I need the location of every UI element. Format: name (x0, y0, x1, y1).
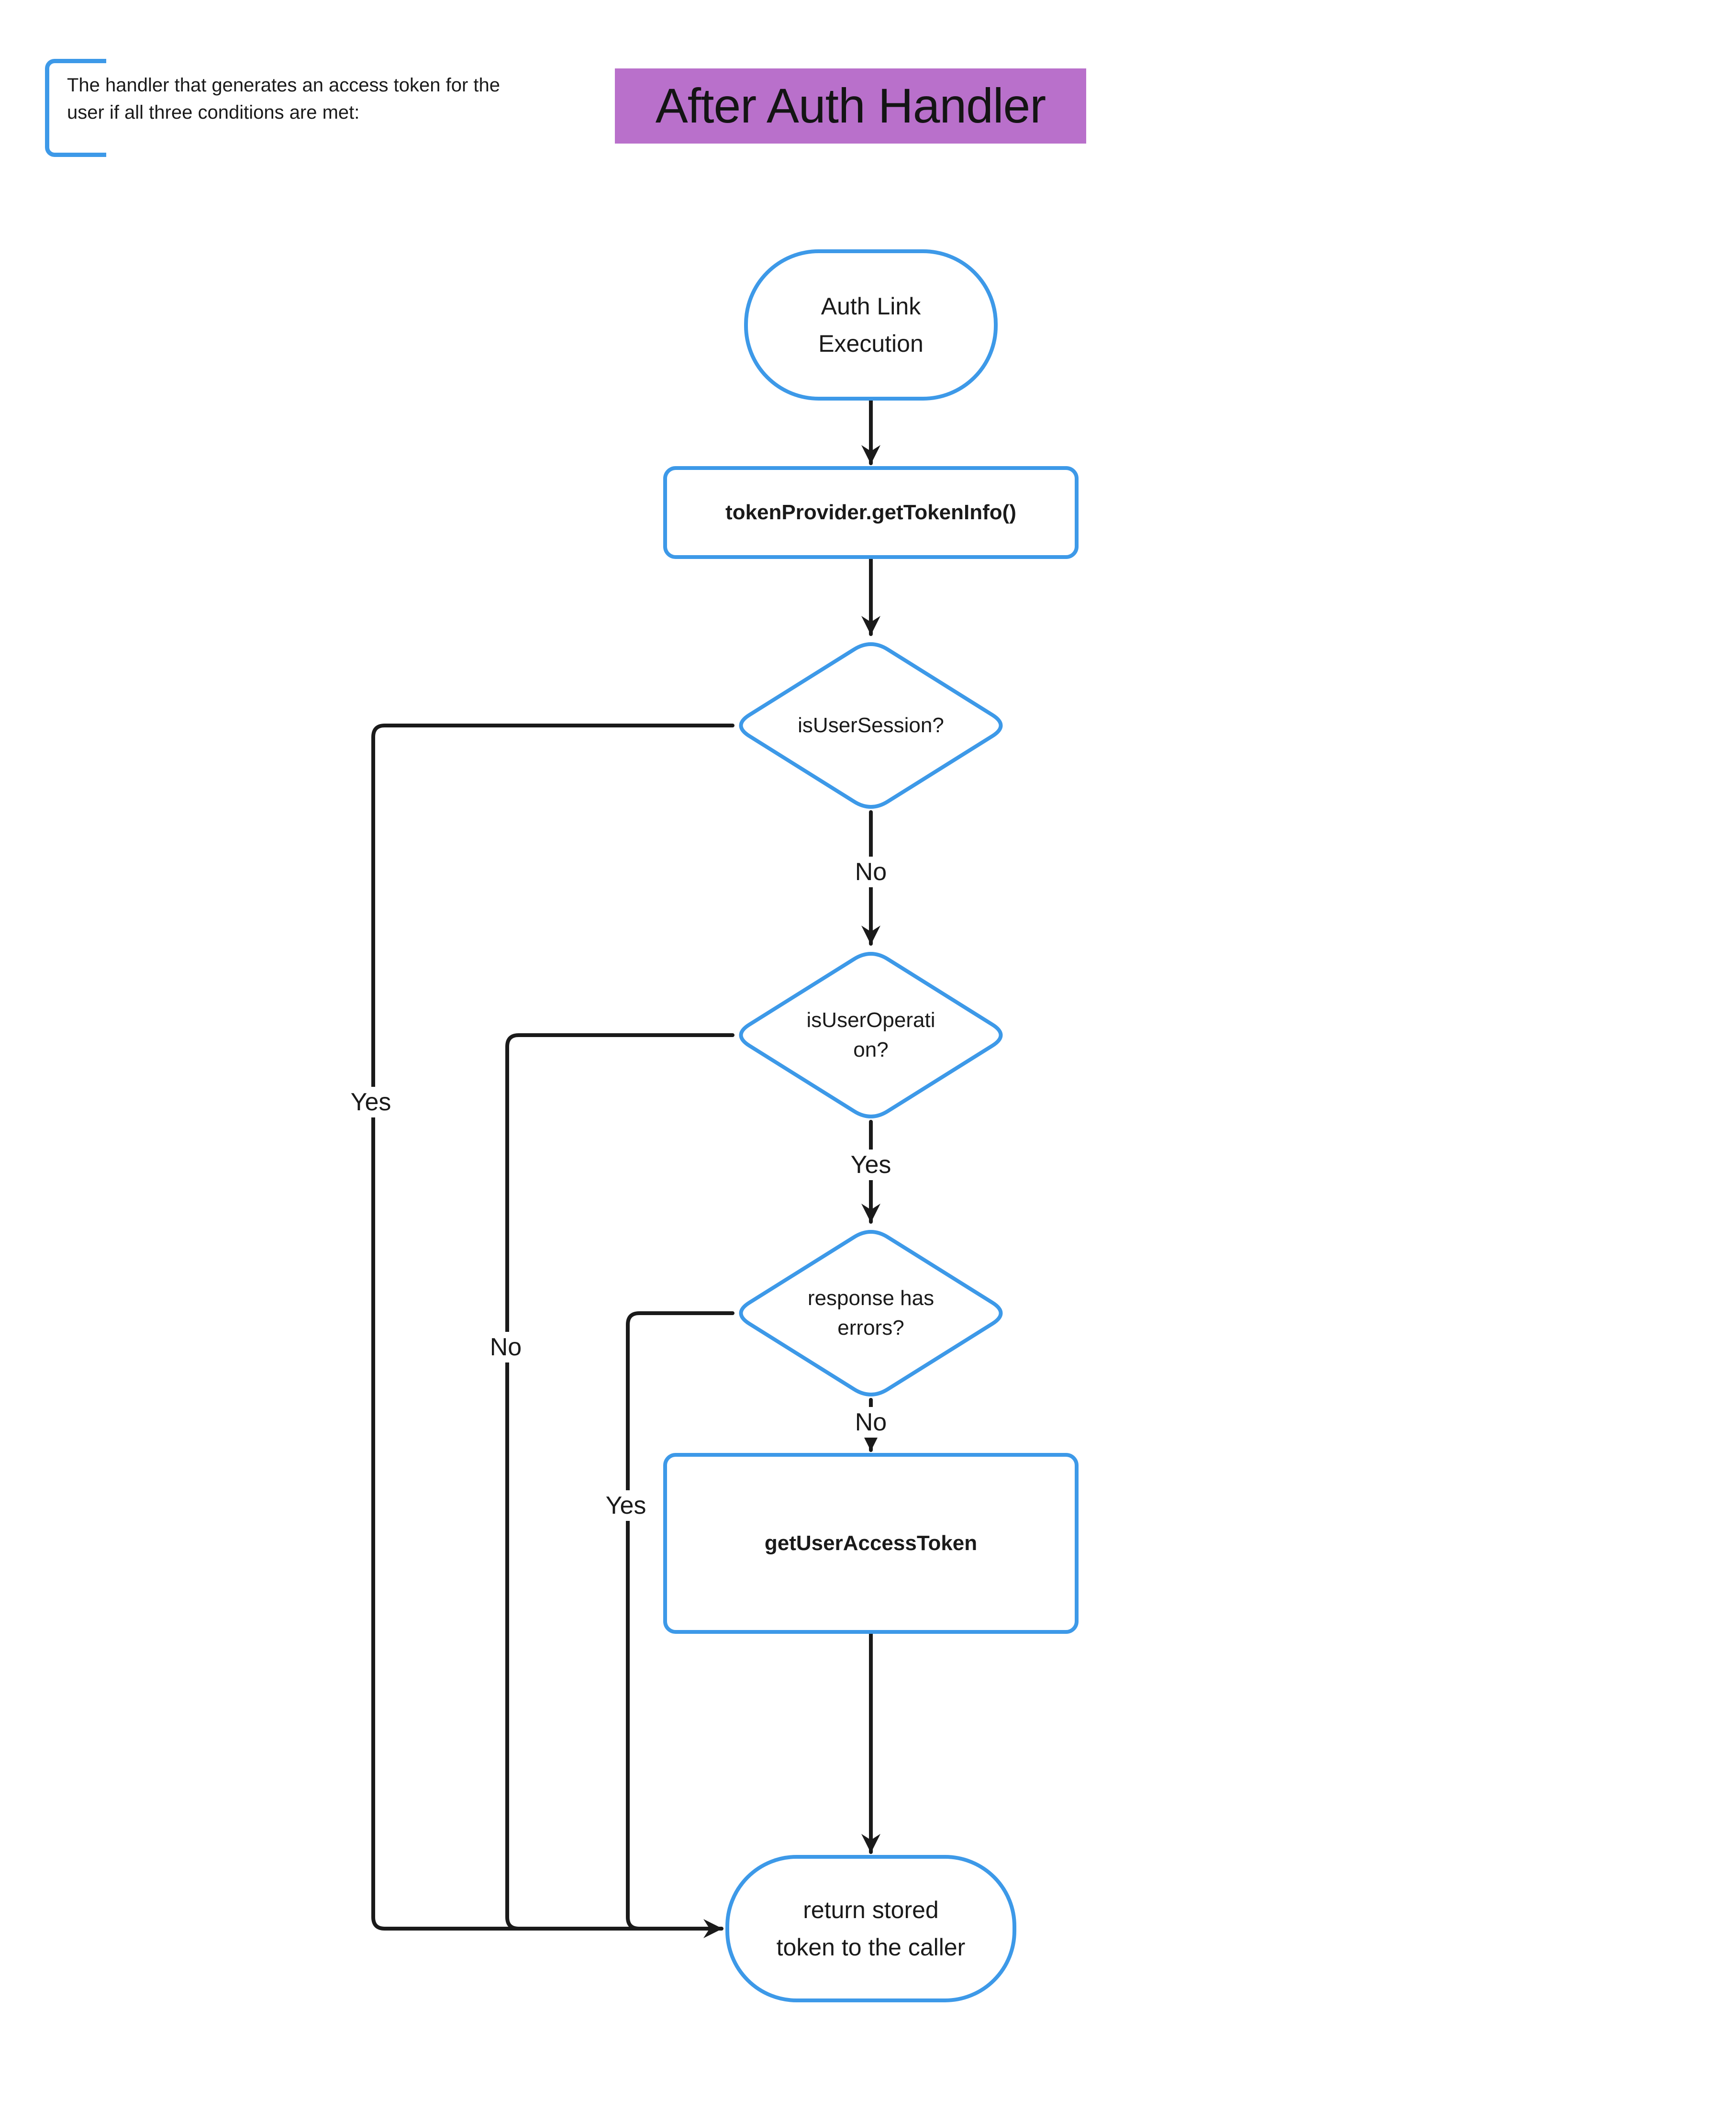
edge-responsehaserrors-yes (626, 1311, 734, 1931)
note-line: The handler that generates an access tok… (67, 75, 501, 96)
edge-label-session-yes: Yes (345, 1087, 397, 1117)
start-label-line: Auth Link (821, 293, 921, 320)
isusersession-decision-shape[interactable] (739, 642, 1003, 809)
isuseroperation-label-line: isUserOperati (806, 1008, 935, 1032)
edge-label-session-no: No (849, 857, 893, 887)
responsehaserrors-label-line: errors? (837, 1316, 904, 1340)
start-terminal-label: Auth Link Execution (818, 288, 924, 362)
edge-isusersession-yes (371, 724, 734, 1938)
end-terminal-shape[interactable] (725, 1855, 1016, 2002)
isuseroperation-label-line: on? (853, 1038, 889, 1061)
end-label-line: return stored (803, 1897, 939, 1923)
note-bracket-icon (45, 59, 106, 157)
isuseroperation-label: isUserOperati on? (807, 1005, 935, 1065)
edge-label-errors-no: No (849, 1407, 893, 1438)
responsehaserrors-label: response has errors? (808, 1284, 934, 1343)
responsehaserrors-label-line: response has (807, 1286, 935, 1310)
gettokeninfo-process-shape[interactable] (663, 466, 1079, 559)
note-text[interactable]: The handler that generates an access tok… (67, 72, 500, 126)
edge-isuseroperation-no (505, 1033, 734, 1931)
edge-label-operation-no: No (484, 1332, 528, 1362)
isuseroperation-decision-shape[interactable] (739, 952, 1003, 1118)
getaccesstoken-label: getUserAccessToken (764, 1531, 978, 1555)
edge-label-errors-yes: Yes (600, 1490, 652, 1521)
end-terminal-label: return stored token to the caller (777, 1891, 966, 1966)
edge-label-operation-yes: Yes (845, 1150, 897, 1180)
responsehaserrors-decision-shape[interactable] (739, 1230, 1003, 1396)
start-label-line: Execution (818, 330, 924, 357)
page-title[interactable]: After Auth Handler (615, 68, 1086, 144)
note-line: user if all three conditions are met: (67, 102, 360, 123)
start-terminal-shape[interactable] (744, 249, 998, 401)
gettokeninfo-label: tokenProvider.getTokenInfo() (725, 501, 1016, 524)
getaccesstoken-process-shape[interactable] (663, 1453, 1079, 1634)
end-label-line: token to the caller (776, 1934, 966, 1961)
isusersession-label: isUserSession? (798, 714, 944, 737)
